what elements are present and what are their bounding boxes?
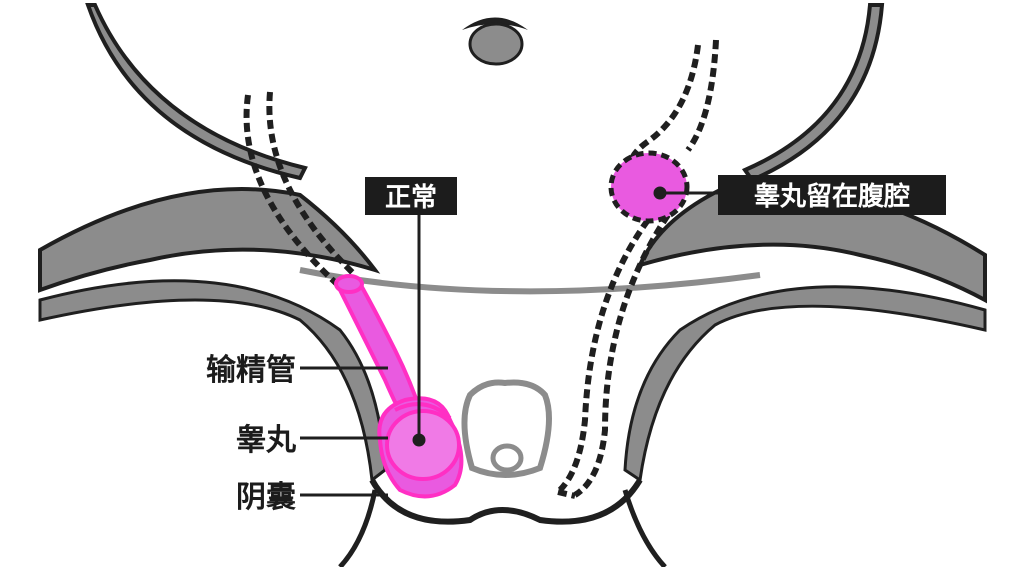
- penis: [464, 383, 549, 476]
- vas-deferens-label: 输精管: [206, 353, 296, 388]
- normal-label: 正常: [365, 177, 457, 215]
- testis-label: 睾丸: [236, 423, 296, 458]
- normal-label-text: 正常: [385, 183, 437, 213]
- undescended-label-text: 睾丸留在腹腔: [754, 181, 910, 212]
- scrotum-label: 阴囊: [236, 480, 296, 515]
- undescended-testis: [611, 153, 687, 221]
- undescended-label: 睾丸留在腹腔: [718, 175, 946, 215]
